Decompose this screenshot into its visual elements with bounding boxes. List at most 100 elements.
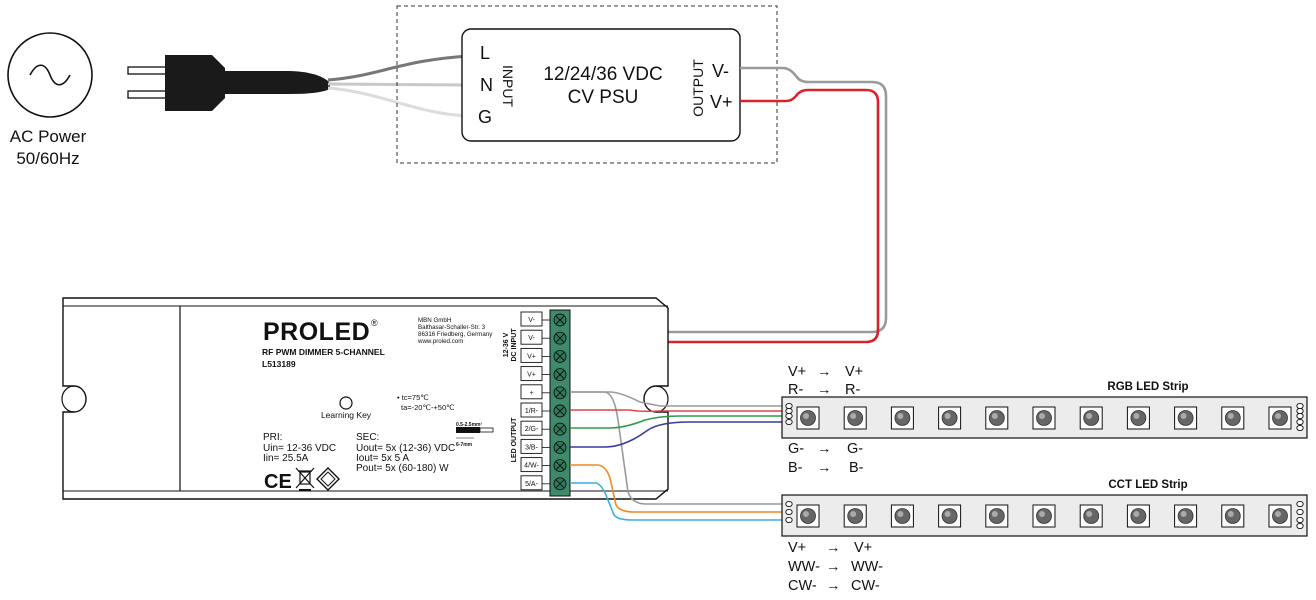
wire-out-cyan [570,482,782,521]
cct-led-highlight-9 [1227,511,1234,517]
terminal-screw-slot2-0 [555,315,565,325]
terminal-box-5 [520,402,543,418]
wire-out-orange [570,464,782,513]
bin-body [299,471,311,485]
wire-strip-length: 6-7mm [456,442,473,448]
rgb-led-highlight-5 [1039,413,1045,419]
safety-diamond-icon [316,467,340,491]
terminal-label-4: + [529,390,533,397]
terminal-label-7: 3/B- [525,444,539,451]
cct-legend-cw-from: CW- [788,578,817,594]
terminal-box-4 [520,384,543,400]
cct-legend-ww-arrow: → [826,559,841,575]
rgb-strip-title: RGB LED Strip [1107,381,1188,393]
rgb-legend-r-from: R- [788,382,803,398]
rgb-legend-b-to: B- [849,460,864,476]
terminal-screws [553,313,567,491]
learning-key-button[interactable] [339,396,353,410]
terminal-box-7 [520,438,543,454]
wire-out-vpos-rgb [570,391,782,407]
terminal-screw-slot2-4 [555,388,565,398]
psu-pin-l: L [480,43,490,63]
led-output-label: LED OUTPUT [511,417,518,462]
terminal-screw-slot2-6 [555,424,565,434]
wire-out-vpos-cct [570,391,782,505]
rgb-led-highlight-6 [1086,413,1093,419]
mfr-line-3: 86316 Friedberg, Germany [418,331,493,338]
cct-led-highlight-1 [850,511,857,517]
cct-strip-pads-right [1296,500,1304,530]
terminal-box-6 [520,420,543,436]
terminal-label-8: 4/W- [524,463,539,470]
sine-curve [29,64,71,86]
wire-strip-bare [479,427,494,433]
wire-l [327,54,471,82]
wire-strip-icon: 0.5-2.5mm² 6-7mm [456,422,494,448]
rgb-legend-vpos-from: V+ [788,364,806,380]
registered-mark: ® [371,318,378,328]
terminal-box-8 [520,457,543,473]
cct-led-strip: CCT LED Strip V+ → V+ WW- → WW- CW- → CW… [781,479,1308,594]
plug-prong-bottom [127,90,169,99]
rgb-led-highlight-3 [944,413,951,419]
terminal-screw-slot2-3 [555,370,565,379]
cct-led-highlight-10 [1275,511,1281,517]
cct-led-highlight-5 [1039,511,1045,517]
rgb-led-highlight-4 [991,413,998,419]
rgb-strip-leds [796,406,1292,430]
cct-strip-leds [796,504,1292,528]
psu-unit: L N G INPUT 12/24/36 VDC CV PSU OUTPUT V… [396,5,778,164]
terminal-label-9: 5/A- [525,481,539,488]
sec-uout: Uout= 5x (12-36) VDC [356,443,455,454]
sec-iout: Iout= 5x 5 A [356,453,409,464]
terminal-screw-slot2-8 [555,461,565,470]
dimmer-unit: PROLED ® RF PWM DIMMER 5-CHANNEL L513189… [61,297,669,500]
wire-strip-conductor [456,427,480,433]
psu-output-label: OUTPUT [690,59,706,117]
mfr-line-2: Balthasar-Schaller-Str. 3 [418,324,486,331]
terminal-label-3: V+ [527,372,536,379]
pri-iin: Iin= 25.5A [263,453,309,464]
rgb-led-highlight-9 [1227,413,1234,419]
psu-pin-g: G [478,107,492,127]
sec-title: SEC: [356,432,379,443]
power-plug [127,55,330,111]
terminal-box-3 [520,366,543,382]
cct-right-pad-2 [1296,516,1304,524]
sec-pout: Pout= 5x (60-180) W [356,463,449,474]
cct-legend-cw-to: CW- [851,578,880,594]
mfr-line-1: MBN GmbH [418,317,451,324]
mfr-line-4: www.proled.com [417,338,463,345]
dimmer-housing [62,297,669,500]
cct-led-highlight-4 [991,511,998,517]
dimmer-model: L513189 [262,359,296,369]
cct-led-highlight-7 [1133,511,1140,517]
cct-left-pad-1 [785,508,793,516]
rgb-left-pad-1 [785,407,793,415]
rgb-right-pad-0 [1296,402,1304,410]
terminal-box-9 [520,475,543,491]
terminal-screw-slot2-1 [555,333,565,343]
weee-bin-icon [295,467,315,491]
psu-title-type: CV PSU [568,87,639,108]
psu-pin-vneg: V- [712,61,729,81]
terminal-box-2 [520,347,543,363]
rgb-led-highlight-7 [1133,413,1140,419]
bin-cross-b [295,467,315,489]
terminal-box-0 [520,311,543,327]
dc-input-label-2: DC INPUT [511,328,518,362]
rgb-legend-r-arrow: → [817,382,832,398]
rgb-led-highlight-8 [1180,413,1187,419]
plug-prong-top [127,66,169,75]
terminal-screw-slot2-2 [555,352,565,361]
ce-mark: CE [264,471,292,493]
rgb-right-pad-3 [1296,418,1304,426]
sine-wave-icon [7,32,93,118]
rgb-led-highlight-2 [897,413,904,419]
diamond-outer [316,467,340,491]
terminal-screw-slot2-5 [555,406,565,416]
plug-body [165,55,225,111]
rgb-legend-r-to: R- [845,382,860,398]
cct-right-pad-0 [1296,500,1304,508]
